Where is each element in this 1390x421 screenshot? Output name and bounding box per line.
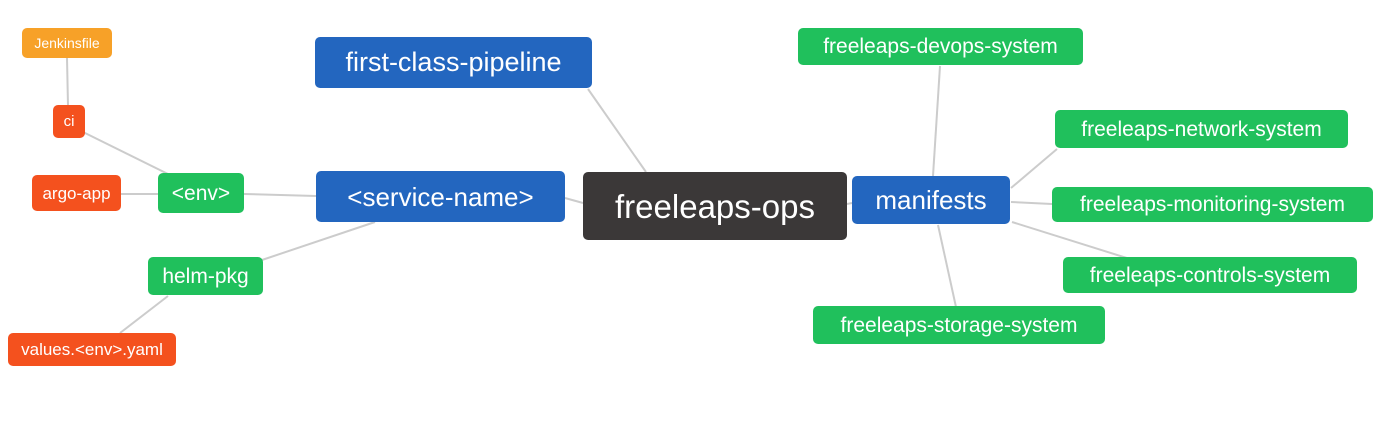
node-freeleaps-monitoring-system[interactable]: freeleaps-monitoring-system	[1052, 187, 1373, 222]
node-env[interactable]: <env>	[158, 173, 244, 213]
node-label-jenkinsfile: Jenkinsfile	[34, 35, 100, 51]
edge-env-to-service-name	[243, 193, 317, 197]
node-argo-app[interactable]: argo-app	[32, 175, 121, 211]
edge-manifests-to-freeleaps-controls-system	[1011, 221, 1131, 260]
edge-ci-to-env	[82, 131, 173, 177]
node-ci[interactable]: ci	[53, 105, 85, 138]
edge-helm-pkg-to-values-env-yaml	[119, 295, 169, 334]
node-label-env: <env>	[171, 181, 231, 205]
edge-manifests-to-freeleaps-storage-system	[937, 224, 957, 308]
node-freeleaps-controls-system[interactable]: freeleaps-controls-system	[1063, 257, 1357, 293]
node-label-helm-pkg: helm-pkg	[162, 264, 249, 288]
node-label-freeleaps-network-system: freeleaps-network-system	[1081, 117, 1322, 141]
node-label-freeleaps-ops: freeleaps-ops	[615, 187, 815, 225]
node-service-name[interactable]: <service-name>	[316, 171, 565, 222]
node-helm-pkg[interactable]: helm-pkg	[148, 257, 263, 295]
node-label-service-name: <service-name>	[347, 181, 534, 212]
node-label-freeleaps-monitoring-system: freeleaps-monitoring-system	[1080, 193, 1345, 216]
edge-service-name-to-helm-pkg	[255, 221, 376, 263]
node-label-argo-app: argo-app	[42, 183, 111, 203]
node-values-env-yaml[interactable]: values.<env>.yaml	[8, 333, 176, 366]
node-label-manifests: manifests	[875, 185, 987, 215]
node-label-freeleaps-devops-system: freeleaps-devops-system	[823, 35, 1058, 58]
node-label-freeleaps-storage-system: freeleaps-storage-system	[840, 313, 1078, 337]
edge-first-class-pipeline-to-freeleaps-ops	[587, 88, 647, 173]
node-manifests[interactable]: manifests	[852, 176, 1010, 224]
node-label-values-env-yaml: values.<env>.yaml	[21, 340, 163, 359]
node-first-class-pipeline[interactable]: first-class-pipeline	[315, 37, 592, 88]
node-jenkinsfile[interactable]: Jenkinsfile	[22, 28, 112, 58]
node-label-first-class-pipeline: first-class-pipeline	[345, 47, 562, 77]
node-freeleaps-ops[interactable]: freeleaps-ops	[583, 172, 847, 240]
node-label-ci: ci	[63, 113, 75, 130]
edge-jenkinsfile-to-ci	[66, 57, 69, 107]
node-freeleaps-devops-system[interactable]: freeleaps-devops-system	[798, 28, 1083, 65]
edge-service-name-to-freeleaps-ops	[564, 197, 584, 204]
edge-freeleaps-ops-to-manifests	[846, 202, 853, 205]
edge-manifests-to-freeleaps-monitoring-system	[1010, 201, 1053, 205]
node-freeleaps-network-system[interactable]: freeleaps-network-system	[1055, 110, 1348, 148]
node-freeleaps-storage-system[interactable]: freeleaps-storage-system	[813, 306, 1105, 344]
node-label-freeleaps-controls-system: freeleaps-controls-system	[1089, 263, 1331, 287]
edge-manifests-to-freeleaps-devops-system	[932, 65, 941, 177]
edge-manifests-to-freeleaps-network-system	[1010, 148, 1058, 189]
